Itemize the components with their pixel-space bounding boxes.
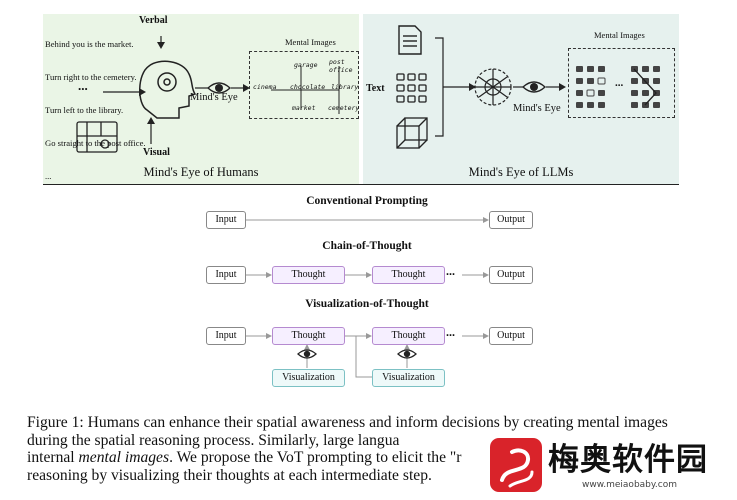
llm-mental-images-box (568, 48, 675, 118)
watermark-url: www.meiaobaby.com (582, 480, 678, 490)
caption-part: internal (27, 449, 79, 466)
verbal-line: Behind you is the market. (45, 39, 134, 49)
eye-icon (397, 349, 417, 359)
caption-italic: mental images (78, 449, 170, 466)
vot-title: Visualization-of-Thought (305, 298, 429, 310)
llm-panel-caption: Mind's Eye of LLMs (468, 165, 574, 179)
llm-mental-images-title: Mental Images (594, 30, 645, 40)
conventional-output-box: Output (489, 211, 533, 229)
cot-thought-box: Thought (372, 266, 445, 284)
watermark: 梅奥软件园 www.meiaobaby.com (488, 436, 730, 496)
vot-thought-box: Thought (272, 327, 345, 345)
eye-icon (521, 81, 547, 93)
llm-minds-eye-label: Mind's Eye (513, 103, 561, 114)
vot-output-box: Output (489, 327, 533, 345)
caption-part: . We propose the VoT prompting to elicit… (169, 449, 462, 466)
verbal-line: Turn left to the library. (45, 105, 124, 115)
conventional-input-box: Input (206, 211, 246, 229)
llm-diagram (396, 25, 660, 149)
cot-ellipsis: ... (446, 264, 455, 278)
map-word: post office (329, 58, 353, 74)
cube-icon (396, 117, 428, 149)
cot-output-box: Output (489, 266, 533, 284)
llm-panel (363, 14, 679, 184)
vot-visualization-box: Visualization (372, 369, 445, 387)
llm-ellipsis: ... (615, 77, 624, 89)
vot-thought-box: Thought (372, 327, 445, 345)
verbal-line: Turn right to the cemetery. (45, 72, 137, 82)
verbal-line: ... (45, 171, 52, 181)
eye-icon (297, 349, 317, 359)
head-icon (139, 60, 197, 119)
humans-panel (43, 14, 359, 184)
humans-ellipsis: ... (78, 78, 88, 93)
mental-grid-1 (576, 66, 606, 108)
humans-diagram (76, 36, 340, 153)
cot-input-box: Input (206, 266, 246, 284)
humans-mental-images-title: Mental Images (285, 37, 336, 47)
conventional-title: Conventional Prompting (306, 195, 428, 207)
map-word: cinema (253, 83, 277, 91)
vot-ellipsis: ... (446, 325, 455, 339)
map-word: library (331, 83, 359, 91)
vot-input-box: Input (206, 327, 246, 345)
verbal-line: Go straight to the post office. (45, 138, 146, 148)
visual-label: Visual (143, 147, 170, 158)
humans-panel-caption: Mind's Eye of Humans (143, 165, 259, 179)
text-label: Text (366, 83, 385, 94)
map-word: cemetery (328, 104, 360, 112)
caption-part: reasoning by visualizing their thoughts … (27, 466, 432, 484)
humans-minds-eye-label: Mind's Eye (190, 92, 238, 103)
watermark-brand: 梅奥软件园 (548, 442, 730, 478)
panel-divider-rule (43, 184, 679, 185)
humans-mental-map-box: garage post office cinema chocolate libr… (249, 51, 359, 119)
mental-grid-2 (631, 66, 660, 108)
map-word: garage (294, 61, 318, 69)
verbal-label: Verbal (139, 15, 168, 26)
cot-thought-box: Thought (272, 266, 345, 284)
caption-part: Figure 1: Humans can enhance their spati… (27, 414, 668, 449)
map-icon (76, 121, 118, 153)
eye-icon (206, 82, 232, 94)
map-word: chocolate (290, 83, 326, 91)
grid-icon (396, 73, 427, 103)
cot-title: Chain-of-Thought (322, 240, 412, 252)
document-icon (398, 25, 422, 55)
map-word: market (292, 104, 316, 112)
prompting-arrows (244, 217, 489, 378)
figure-caption: Figure 1: Humans can enhance their spati… (27, 414, 707, 484)
watermark-logo-icon (490, 438, 542, 492)
verbal-text-block: Behind you is the market. Turn right to … (45, 17, 146, 193)
vot-visualization-box: Visualization (272, 369, 345, 387)
neural-network-icon (474, 68, 512, 106)
